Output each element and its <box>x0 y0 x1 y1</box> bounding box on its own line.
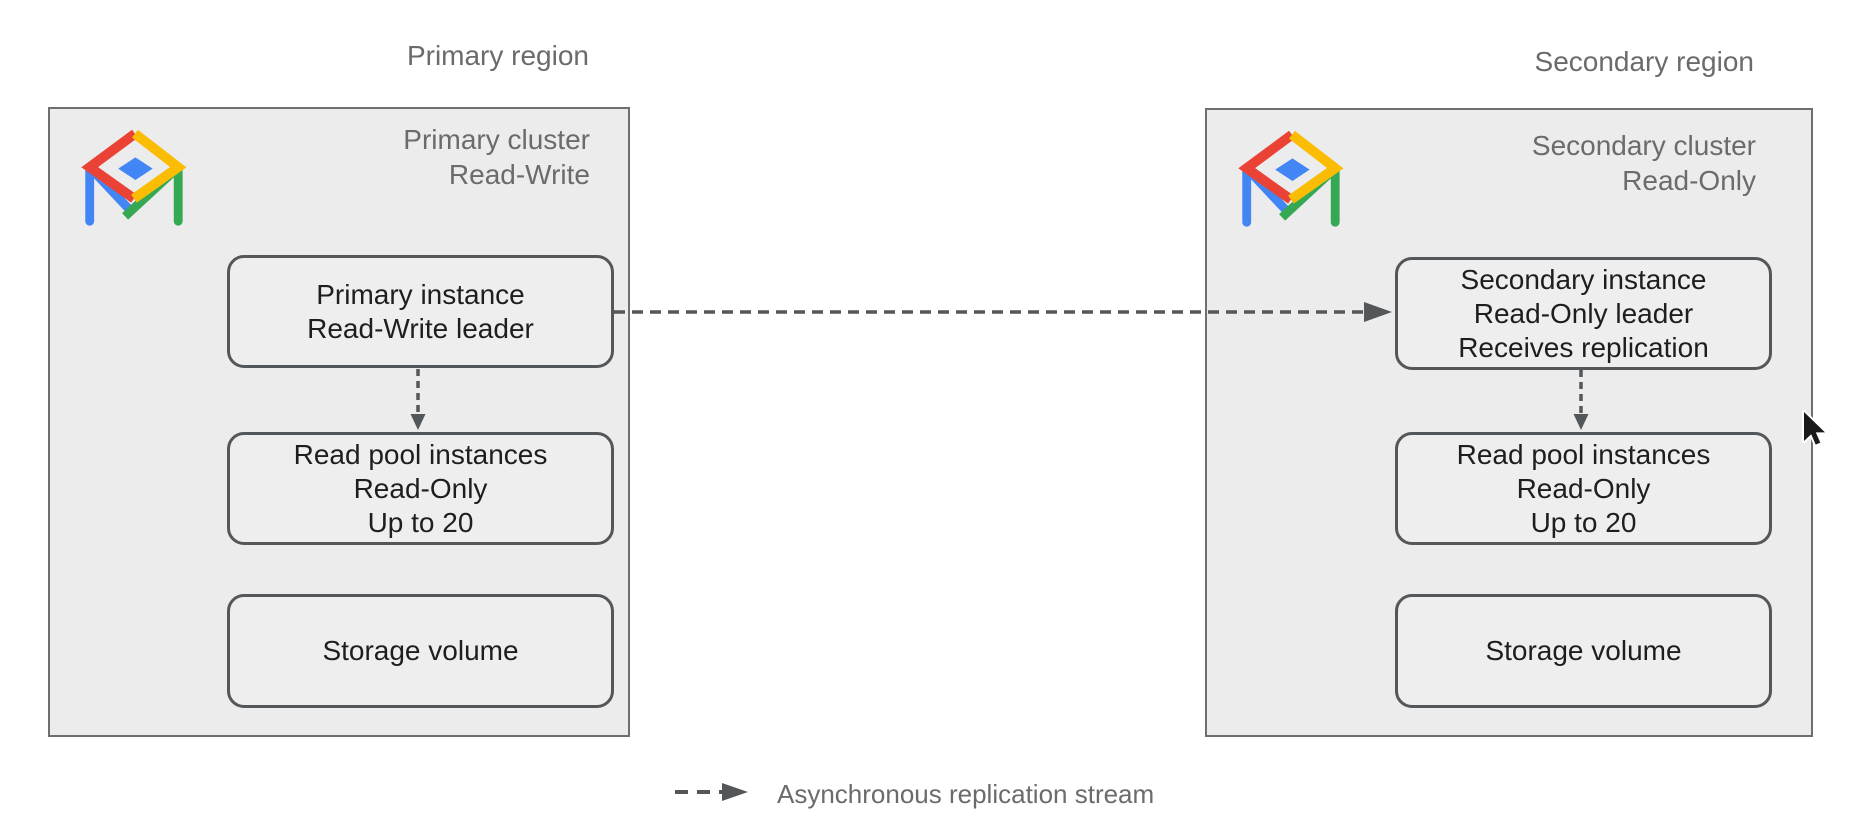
cluster-title-line: Secondary cluster <box>1531 130 1756 161</box>
primary-cluster-title: Primary cluster Read-Write <box>190 122 590 192</box>
node-line: Read pool instances <box>1456 438 1711 470</box>
primary-storage-volume-node: Storage volume <box>227 594 614 708</box>
secondary-read-pool-node: Read pool instances Read-Only Up to 20 <box>1395 432 1772 545</box>
alloydb-logo-icon <box>81 129 187 226</box>
legend-label: Asynchronous replication stream <box>777 779 1155 809</box>
node-line: Storage volume <box>1485 635 1682 666</box>
cluster-title-line: Read-Write <box>448 159 590 190</box>
primary-region-box: Primary cluster Read-Write Primary insta… <box>48 107 630 737</box>
node-line: Read-Only <box>353 472 488 504</box>
node-line: Up to 20 <box>1530 506 1637 538</box>
secondary-storage-volume-node: Storage volume <box>1395 594 1772 708</box>
secondary-cluster-title: Secondary cluster Read-Only <box>1356 128 1756 198</box>
node-line: Read pool instances <box>293 438 548 470</box>
node-line: Read-Only <box>1516 472 1651 504</box>
alloydb-logo-icon <box>1238 130 1344 227</box>
node-line: Up to 20 <box>367 506 474 538</box>
node-line: Primary instance <box>316 278 525 310</box>
node-line: Read-Only leader <box>1473 297 1694 329</box>
secondary-instance-node: Secondary instance Read-Only leader Rece… <box>1395 257 1772 370</box>
secondary-region-label: Secondary region <box>1534 46 1754 77</box>
primary-region-label: Primary region <box>406 40 589 71</box>
node-line: Receives replication <box>1458 331 1709 363</box>
cluster-title-line: Read-Only <box>1622 165 1756 196</box>
node-line: Secondary instance <box>1460 263 1707 295</box>
legend-arrow-sample <box>675 783 748 801</box>
primary-instance-node: Primary instance Read-Write leader <box>227 255 614 368</box>
node-line: Storage volume <box>322 635 519 666</box>
node-line: Read-Write leader <box>307 312 534 344</box>
primary-read-pool-node: Read pool instances Read-Only Up to 20 <box>227 432 614 545</box>
cluster-title-line: Primary cluster <box>403 124 590 155</box>
secondary-region-box: Secondary cluster Read-Only Secondary in… <box>1205 108 1813 737</box>
